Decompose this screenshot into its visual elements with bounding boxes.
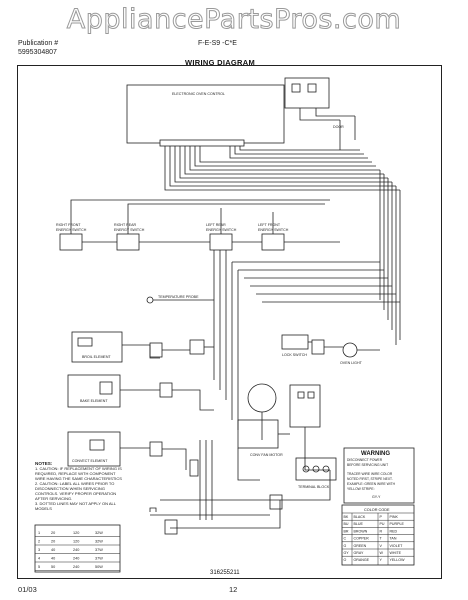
- warning-line: DISCONNECT POWER: [347, 458, 383, 462]
- lr-switch-sub: ENERGY SWITCH: [206, 228, 237, 232]
- warning-line: YELLOW STRIPE:: [347, 487, 375, 491]
- notes-table-cell: 120: [73, 540, 79, 544]
- color-code-cell: BR: [344, 529, 349, 533]
- color-code-cell: G: [344, 544, 347, 548]
- control-label: ELECTRONIC OVEN CONTROL: [172, 92, 225, 96]
- lock-switch-label: LOCK SWITCH: [282, 353, 307, 357]
- temp-probe-label: TEMPERATURE PROBE: [158, 295, 199, 299]
- notes-table-cell: 2: [38, 540, 40, 544]
- color-code-cell: P: [380, 515, 383, 519]
- color-code-cell: GY: [344, 551, 350, 555]
- notes-table-cell: 20: [51, 531, 55, 535]
- color-code-cell: T: [380, 537, 383, 541]
- color-code-cell: ORANGE: [354, 558, 370, 562]
- notes-block: NOTES: 1. CAUTION: IF REPLACEMENT OF WIR…: [35, 461, 125, 511]
- note-item: 3. DOTTED LINES MAY NOT APPLY ON ALL MOD…: [35, 501, 116, 511]
- footer-date: 01/03: [18, 585, 37, 594]
- notes-table-cell: 40: [51, 557, 55, 561]
- color-code-cell: PU: [380, 522, 385, 526]
- color-code-cell: BU: [344, 522, 349, 526]
- notes-table-cell: 32W: [95, 531, 103, 535]
- notes-table-cell: 240: [73, 548, 79, 552]
- warning-line: EXAMPLE: GREEN WIRE WITH: [347, 482, 396, 486]
- notes-table-cell: 5: [38, 565, 40, 569]
- publication-number: 5995304807: [18, 49, 57, 56]
- warning-line: BEFORE SERVICING UNIT: [347, 463, 388, 467]
- rf-switch-label: RIGHT FRONT: [56, 223, 81, 227]
- notes-table-cell: 4: [38, 557, 40, 561]
- notes-title: NOTES:: [35, 461, 53, 466]
- notes-table-cell: 50: [51, 565, 55, 569]
- lf-switch-label: LEFT FRONT: [258, 223, 281, 227]
- diagram-frame: [17, 65, 442, 579]
- part-number: 316255211: [210, 570, 240, 576]
- bake-element-label: BAKE ELEMENT: [80, 399, 108, 403]
- convect-element-label: CONVECT ELEMENT: [72, 459, 108, 463]
- color-code-cell: TAN: [390, 537, 397, 541]
- warning-example-code: GY-Y: [372, 495, 381, 499]
- notes-table-cell: 37W: [95, 548, 103, 552]
- color-code-cell: WHITE: [390, 551, 402, 555]
- color-code-cell: GRAY: [354, 551, 365, 555]
- color-code-table: COLOR CODE BK BLACK P PINK BU BLUE PU PURPLE BR B…: [341, 504, 415, 566]
- warning-title: WARNING: [361, 451, 390, 457]
- footer-page: 12: [229, 585, 238, 594]
- color-code-cell: W: [380, 551, 384, 555]
- note-item: 2. CAUTION: LABEL ALL WIRES PRIOR TO DIS…: [35, 481, 117, 501]
- door-label: DOOR: [333, 125, 344, 129]
- diagram-title: WIRING DIAGRAM: [185, 58, 256, 67]
- notes-table-cell: 20: [51, 540, 55, 544]
- color-code-cell: C: [344, 537, 347, 541]
- color-code-cell: BROWN: [354, 529, 368, 533]
- lr-switch-label: LEFT REAR: [206, 223, 226, 227]
- color-code-cell: PINK: [390, 515, 399, 519]
- oven-light-label: OVEN LIGHT: [340, 361, 363, 365]
- warning-line: NOTED FIRST, STRIPE NEXT.: [347, 477, 393, 481]
- broil-element-label: BROIL ELEMENT: [82, 355, 111, 359]
- notes-table-cell: 32W: [95, 540, 103, 544]
- color-code-cell: V: [380, 544, 383, 548]
- warning-line: TRACER WIRE WIRE COLOR: [347, 472, 393, 476]
- color-code-cell: YELLOW: [390, 558, 406, 562]
- lf-switch-sub: ENERGY SWITCH: [258, 228, 289, 232]
- fan-motor-label: CONV FAN MOTOR: [250, 453, 283, 457]
- notes-table-cell: 240: [73, 557, 79, 561]
- notes-table-cell: 120: [73, 531, 79, 535]
- color-code-cell: COPPER: [354, 537, 370, 541]
- color-code-cell: BK: [344, 515, 349, 519]
- rr-switch-label: RIGHT REAR: [114, 223, 137, 227]
- color-code-cell: R: [380, 529, 383, 533]
- notes-table-cell: 240: [73, 565, 79, 569]
- color-code-cell: PURPLE: [390, 522, 405, 526]
- rf-switch-sub: ENERGY SWITCH: [56, 228, 87, 232]
- model-fragment: F-E-S9 -C*E: [198, 40, 237, 47]
- color-code-cell: GREEN: [354, 544, 367, 548]
- color-code-cell: BLACK: [354, 515, 366, 519]
- color-code-cell: VIOLET: [390, 544, 404, 548]
- notes-table-cell: 40: [51, 548, 55, 552]
- color-code-cell: RED: [390, 529, 398, 533]
- rr-switch-sub: ENERGY SWITCH: [114, 228, 145, 232]
- notes-table-cell: 1: [38, 531, 40, 535]
- color-code-title: COLOR CODE: [364, 508, 390, 512]
- notes-table-cell: 50W: [95, 565, 103, 569]
- color-code-cell: Y: [380, 558, 383, 562]
- notes-table-cell: 3: [38, 548, 40, 552]
- note-item: 1. CAUTION: IF REPLACEMENT OF WIRING IS …: [35, 466, 122, 481]
- warning-box: WARNING DISCONNECT POWER BEFORE SERVICIN…: [343, 447, 415, 504]
- notes-table-cell: 37W: [95, 557, 103, 561]
- color-code-cell: O: [344, 558, 347, 562]
- color-code-cell: BLUE: [354, 522, 364, 526]
- terminal-block-label: TERMINAL BLOCK: [298, 485, 330, 489]
- publication-label: Publication #: [18, 40, 59, 47]
- watermark: AppliancePartsPros.com: [66, 4, 402, 36]
